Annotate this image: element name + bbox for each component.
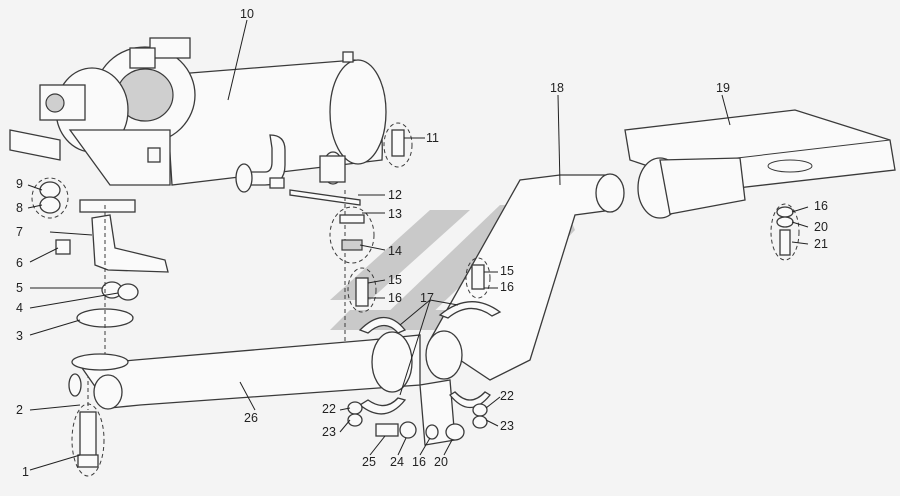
callout-labels: 10 18 19 11 12 13 14 15 16 15 16 17 16 2…	[16, 7, 828, 479]
callout-22-right: 22	[500, 389, 514, 403]
callout-16-far-right: 16	[814, 199, 828, 213]
bolt-16-20-21	[770, 203, 800, 261]
bolt-6	[55, 239, 71, 255]
outlet-elbow	[235, 134, 346, 193]
callout-23-left: 23	[322, 425, 336, 439]
callout-6: 6	[16, 256, 23, 270]
callout-4: 4	[16, 301, 23, 315]
callout-15-left: 15	[388, 273, 402, 287]
callout-16-right: 16	[500, 280, 514, 294]
callout-10: 10	[240, 7, 254, 21]
callout-1: 1	[22, 465, 29, 479]
callout-24: 24	[390, 455, 404, 469]
bolt-15-16-right	[465, 257, 491, 299]
callout-15-right: 15	[500, 264, 514, 278]
bracket-7	[79, 199, 169, 273]
clamps-17	[358, 301, 502, 415]
strap-12	[289, 189, 361, 206]
callout-11: 11	[426, 131, 439, 145]
tailpipe-18	[425, 173, 625, 381]
callout-21: 21	[814, 237, 828, 251]
callout-8: 8	[16, 201, 23, 215]
bolt-15-16-left	[347, 267, 377, 313]
parts-8-9	[31, 177, 69, 219]
fasteners-bottom	[347, 401, 488, 441]
callout-13: 13	[388, 207, 402, 221]
callout-12: 12	[388, 188, 402, 202]
callout-26: 26	[244, 411, 258, 425]
callout-9: 9	[16, 177, 23, 191]
callout-2: 2	[16, 403, 23, 417]
callout-22-left: 22	[322, 402, 336, 416]
callout-3: 3	[16, 329, 23, 343]
exhaust-pipe-26	[68, 331, 421, 410]
callout-5: 5	[16, 281, 23, 295]
deflector-19	[624, 109, 896, 219]
leader-lines	[27, 19, 809, 471]
callout-17: 17	[420, 291, 434, 305]
washers-4-5	[101, 281, 139, 301]
callout-16-bottom: 16	[412, 455, 426, 469]
callout-7: 7	[16, 225, 23, 239]
callout-14: 14	[388, 244, 402, 258]
callout-18: 18	[550, 81, 564, 95]
callout-25: 25	[362, 455, 376, 469]
fasteners-13-14	[329, 206, 375, 264]
callout-20-bottom: 20	[434, 455, 448, 469]
callout-16-left: 16	[388, 291, 402, 305]
callout-19: 19	[716, 81, 730, 95]
callout-20-right: 20	[814, 220, 828, 234]
bolt-1	[71, 403, 105, 477]
callout-23-right: 23	[500, 419, 514, 433]
bolt-11	[383, 122, 413, 168]
